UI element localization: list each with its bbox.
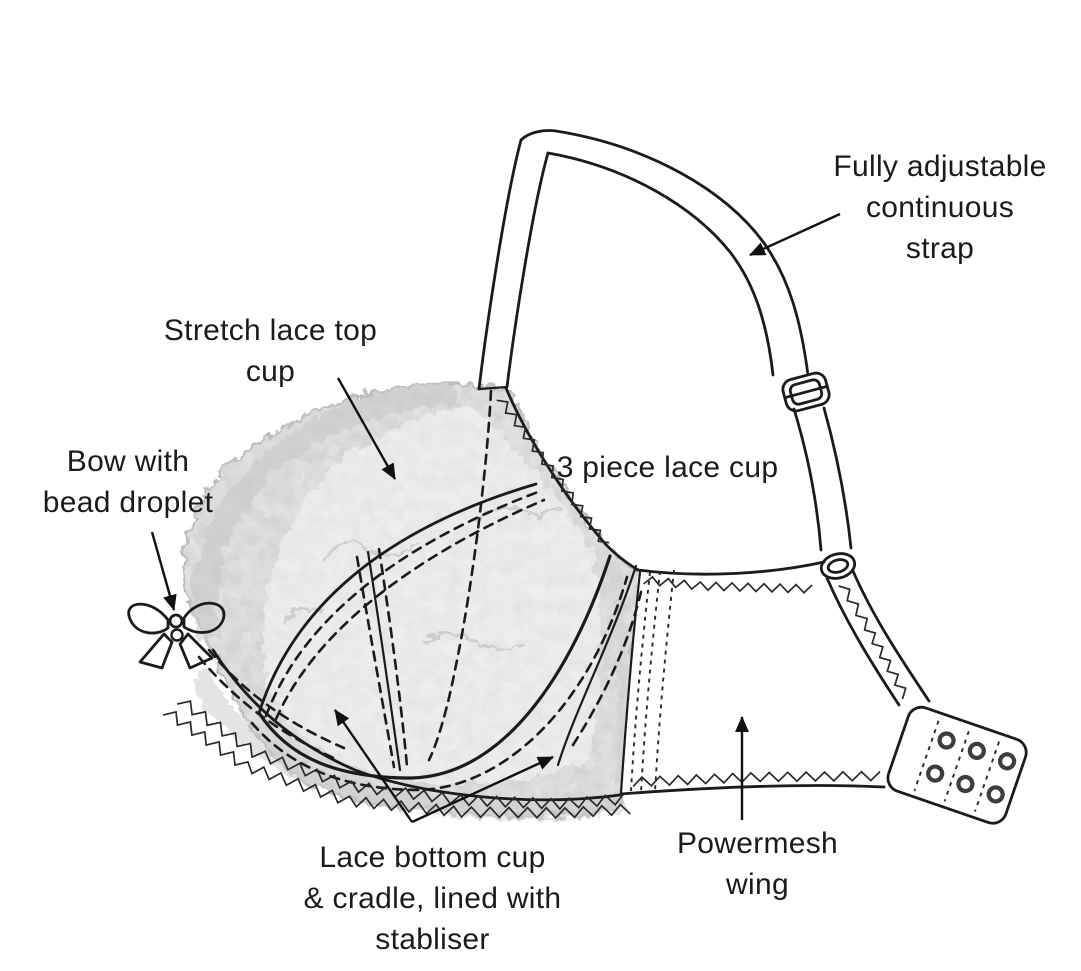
wing-side-stitch-2 bbox=[640, 570, 661, 793]
bow-right-tail bbox=[178, 632, 214, 670]
strap-front-right-edge bbox=[505, 151, 550, 389]
strap-front-bottom-edge bbox=[477, 385, 509, 391]
bow-left-tail bbox=[138, 632, 174, 670]
wing-linework bbox=[619, 560, 886, 796]
arrow-bottom-cup-right bbox=[411, 755, 554, 824]
arrow-bottom-cup-left bbox=[334, 709, 413, 823]
hook-eye bbox=[956, 774, 975, 794]
strap bbox=[477, 129, 931, 707]
hook-eye-closure bbox=[886, 705, 1028, 825]
band-elastic-zigzag-lower bbox=[162, 710, 631, 820]
wing-side-stitch-1 bbox=[630, 571, 651, 792]
bow-with-bead bbox=[127, 601, 226, 670]
top-cup-seam-stitch-2 bbox=[274, 498, 546, 721]
band-top-stitch-1 bbox=[197, 655, 340, 762]
cup-linework bbox=[162, 386, 643, 820]
hook-eye bbox=[986, 785, 1005, 804]
top-cup-seam-stitch-1 bbox=[264, 490, 540, 718]
wing-panel bbox=[621, 562, 929, 794]
strap-lower-outer-edge bbox=[822, 406, 853, 550]
vertical-seam-stitch-right bbox=[377, 547, 409, 768]
strap-back-outer-edge bbox=[519, 129, 810, 377]
arrow-bow bbox=[150, 531, 177, 611]
strap-end-right-edge bbox=[851, 569, 931, 703]
neckline-elastic-zigzag bbox=[496, 399, 610, 544]
bow-right-loop bbox=[182, 601, 226, 634]
strap-ring bbox=[819, 552, 857, 580]
strap-end-elastic-zigzag bbox=[838, 585, 907, 700]
band-top-stitch-2 bbox=[207, 648, 346, 750]
wing-bottom-edge bbox=[619, 784, 886, 796]
bottom-cup-vertical-seam bbox=[366, 550, 402, 772]
band-bottom-edge bbox=[211, 648, 622, 802]
bow-left-loop bbox=[127, 602, 170, 635]
arrow-top-cup bbox=[336, 377, 397, 480]
strap-end-left-edge bbox=[825, 576, 901, 707]
label-wing: Powermesh wing bbox=[676, 827, 839, 901]
underwire-stitch-1 bbox=[250, 575, 629, 792]
strap-front-left-edge bbox=[477, 138, 523, 391]
label-bottom-cup: Lace bottom cup & cradle, lined with sta… bbox=[303, 841, 562, 956]
label-bow: Bow with bead droplet bbox=[42, 445, 214, 519]
wing-top-elastic-zigzag bbox=[643, 575, 813, 595]
hook-eye bbox=[937, 731, 956, 750]
hook-eye bbox=[967, 741, 986, 760]
underwire-seam bbox=[257, 554, 612, 780]
top-cup-dart-seam bbox=[427, 389, 493, 762]
hook-eye bbox=[997, 752, 1017, 771]
cradle-side-seam bbox=[556, 564, 638, 767]
lace-border-right bbox=[603, 558, 629, 781]
arrow-strap bbox=[749, 212, 841, 257]
lace-cup-fabric bbox=[180, 378, 640, 818]
top-cup-seam bbox=[257, 482, 538, 715]
bead-droplet bbox=[170, 628, 184, 642]
wing-side-stitch-3 bbox=[654, 569, 675, 793]
strap-adjuster bbox=[781, 371, 831, 413]
lace-border-top bbox=[189, 378, 453, 638]
hook-eye bbox=[926, 764, 945, 783]
lace-interior-lining bbox=[260, 404, 597, 781]
strap-lower-inner-edge bbox=[792, 407, 823, 552]
label-lace-cup: 3 piece lace cup bbox=[556, 451, 779, 484]
vertical-seam-stitch-left bbox=[355, 555, 396, 769]
wing-left-edge bbox=[619, 570, 642, 795]
strap-back-inner-edge bbox=[546, 151, 775, 377]
wing-bottom-elastic-zigzag bbox=[632, 770, 881, 788]
bow-knot bbox=[168, 613, 184, 629]
neckline-edge bbox=[504, 386, 640, 572]
label-strap: Fully adjustable continuous strap bbox=[833, 150, 1047, 265]
label-top-cup: Stretch lace top cup bbox=[163, 314, 378, 388]
annotation-arrows bbox=[150, 212, 841, 824]
